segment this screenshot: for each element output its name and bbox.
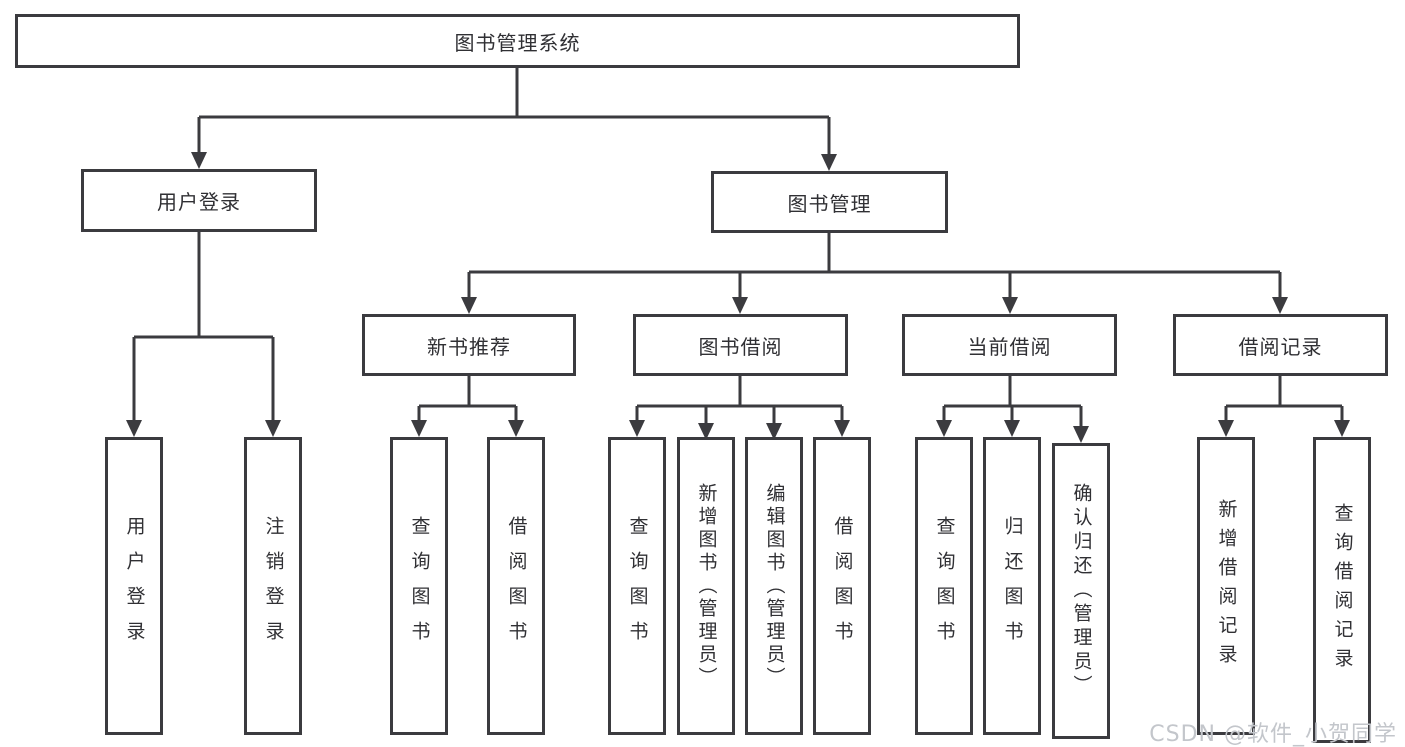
csdn-watermark: CSDN @软件_小贺同学 [1149,722,1397,747]
node-root-label: 图书管理系统 [454,30,581,55]
node-label: 编辑图书（管理员） [763,482,786,690]
node-root: 图书管理系统 [15,14,1020,68]
node-leaf-borrow-query: 查询图书 [608,437,666,735]
node-label: 图书借阅 [698,334,783,359]
node-leaf-borrow-edit: 编辑图书（管理员） [745,437,803,735]
node-leaf-newbook-query: 查询图书 [390,437,448,735]
node-label: 查询图书 [626,516,649,656]
node-label: 用户登录 [123,516,146,656]
node-label: 确认归还（管理员） [1070,483,1093,699]
node-branch-book-mgmt: 图书管理 [711,171,948,233]
node-leaf-logout: 注销登录 [244,437,302,735]
node-label: 查询借阅记录 [1331,503,1354,677]
node-leaf-current-confirm: 确认归还（管理员） [1052,443,1110,739]
node-label: 借阅图书 [505,516,528,656]
node-leaf-current-query: 查询图书 [915,437,973,735]
node-branch-user-login: 用户登录 [81,169,317,232]
node-label: 借阅记录 [1238,334,1323,359]
node-label: 注销登录 [262,516,285,656]
node-label: 新增图书（管理员） [695,482,718,690]
node-branch-book-borrow: 图书借阅 [633,314,848,376]
node-leaf-borrow-add: 新增图书（管理员） [677,437,735,735]
arrowheads [126,152,1350,443]
node-label: 归还图书 [1001,516,1024,656]
node-leaf-newbook-borrow: 借阅图书 [487,437,545,735]
node-leaf-current-return: 归还图书 [983,437,1041,735]
node-leaf-user-login: 用户登录 [105,437,163,735]
node-label: 查询图书 [408,516,431,656]
node-label: 当前借阅 [967,334,1052,359]
node-label: 新书推荐 [427,334,511,359]
node-leaf-record-add: 新增借阅记录 [1197,437,1255,735]
node-branch-current-borrow: 当前借阅 [902,314,1117,376]
node-label: 新增借阅记录 [1215,499,1238,673]
node-label: 图书管理 [787,191,872,216]
node-branch-new-book: 新书推荐 [362,314,576,376]
node-leaf-borrow-borrow: 借阅图书 [813,437,871,735]
connector-edges [132,68,1344,439]
node-label: 用户登录 [157,190,241,214]
node-leaf-record-query: 查询借阅记录 [1313,437,1371,743]
node-branch-borrow-record: 借阅记录 [1173,314,1388,376]
node-label: 查询图书 [933,516,956,656]
node-label: 借阅图书 [831,516,854,656]
